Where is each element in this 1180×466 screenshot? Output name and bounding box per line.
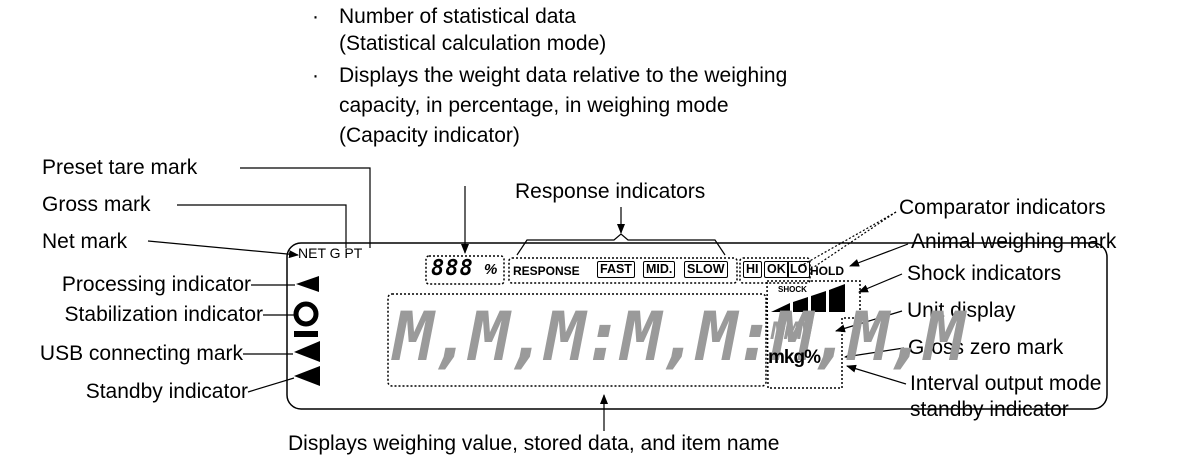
lcd-unit-symbols: mkg% — [768, 347, 821, 368]
stat-box — [425, 255, 505, 285]
lcd-frame — [286, 242, 1108, 410]
leader-interval — [846, 364, 907, 385]
lcd-unit-cells: MMM — [771, 317, 812, 345]
bullet-2: · — [312, 64, 319, 87]
processing-indicator-icon — [296, 276, 319, 292]
lcd-lo: LO — [787, 261, 811, 278]
leader-net — [147, 240, 299, 259]
bar-icon — [294, 331, 318, 337]
response-brace — [516, 233, 726, 256]
label-usb-connecting-mark: USB connecting mark — [39, 342, 243, 365]
label-animal-weighing-mark: Animal weighing mark — [911, 230, 1117, 253]
leader-unit — [835, 310, 903, 333]
note-capacity-line1: Displays the weight data relative to the… — [339, 64, 788, 87]
label-standby-indicator: Standby indicator — [85, 380, 248, 403]
lcd-slow: SLOW — [684, 261, 728, 278]
lcd-mid: MID. — [643, 261, 676, 278]
lcd-ok: OK — [764, 261, 789, 278]
leader-animal — [849, 243, 909, 267]
label-interval-line2: standby indicator — [910, 398, 1069, 421]
label-gross-mark: Gross mark — [42, 193, 151, 216]
label-interval-line1: Interval output mode — [910, 372, 1102, 395]
label-unit-display: Unit display — [907, 299, 1016, 322]
leader-gross-zero — [844, 347, 905, 360]
leader-comparator-1 — [798, 211, 897, 268]
label-comparator-indicators: Comparator indicators — [899, 196, 1106, 219]
lcd-mode-marks: NET G PT — [298, 245, 362, 261]
note-capacity-line3: (Capacity indicator) — [339, 124, 520, 147]
shock-bar-2 — [793, 297, 808, 312]
note-statistical-line1: Number of statistical data — [339, 5, 576, 28]
stabilization-indicator-icon — [293, 301, 319, 327]
leader-gross — [177, 204, 347, 248]
main-digits-box — [387, 293, 767, 387]
note-statistical-line2: (Statistical calculation mode) — [339, 32, 607, 55]
lcd-hi: HI — [743, 261, 762, 278]
shock-bar-4 — [829, 284, 845, 312]
shock-bar-3 — [811, 291, 826, 312]
standby-indicator-icon — [294, 366, 320, 386]
lcd-preset-mark: PT — [344, 245, 363, 261]
label-bottom-caption: Displays weighing value, stored data, an… — [288, 432, 780, 455]
note-capacity-line2: capacity, in percentage, in weighing mod… — [339, 94, 729, 117]
label-preset-tare-mark: Preset tare mark — [42, 156, 198, 179]
response-box — [508, 257, 738, 284]
shock-bar-1 — [771, 303, 790, 312]
comparator-box — [739, 257, 811, 284]
label-stabilization-indicator: Stabilization indicator — [64, 303, 263, 326]
leader-preset — [240, 167, 371, 248]
label-net-mark: Net mark — [42, 230, 128, 253]
leader-comparator-2 — [813, 211, 897, 268]
lcd-response-label: RESPONSE — [513, 264, 580, 278]
lcd-percent: % — [484, 261, 498, 278]
usb-connecting-icon — [294, 341, 320, 362]
lcd-fast: FAST — [597, 261, 635, 278]
label-processing-indicator: Processing indicator — [61, 273, 251, 296]
label-response-indicators: Response indicators — [515, 180, 706, 203]
lcd-main-digits: M,M,M:M,M:M,M,M — [393, 298, 965, 377]
leader-standby — [247, 377, 295, 393]
lcd-gross-mark: G — [329, 245, 341, 261]
bullet-1: · — [312, 5, 319, 28]
label-shock-indicators: Shock indicators — [907, 262, 1062, 285]
lcd-shock-label: SHOCK — [778, 285, 807, 294]
lcd-net-mark: NET — [298, 245, 326, 261]
unit-box — [766, 280, 861, 389]
lcd-stat-digits: 888 — [431, 256, 474, 281]
lcd-hold-mark: HOLD — [810, 264, 844, 278]
label-gross-zero-mark: Gross zero mark — [908, 336, 1064, 359]
leader-shock — [858, 273, 903, 293]
